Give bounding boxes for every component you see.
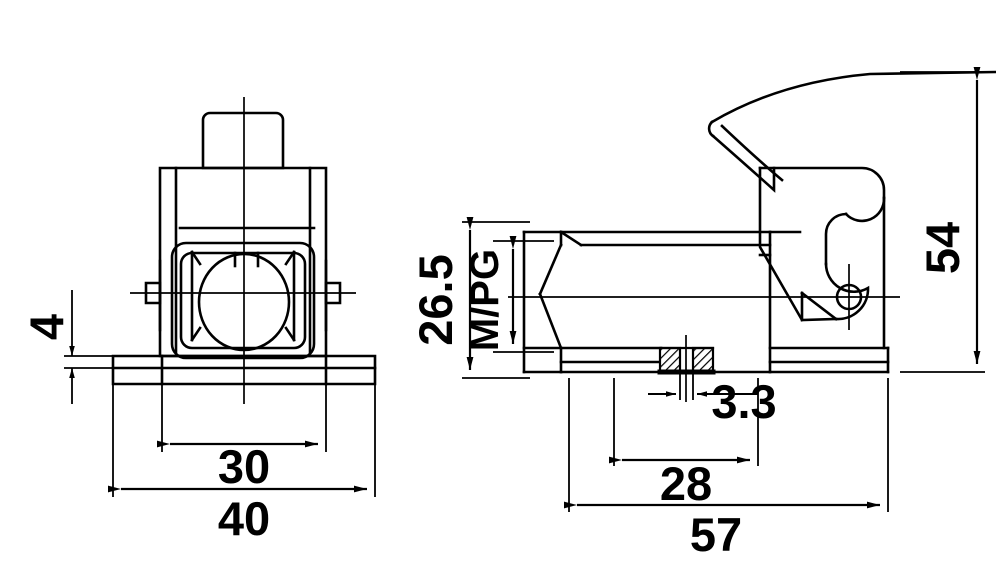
dimension-label-30: 30	[218, 440, 270, 493]
lever-cam-top-outline	[758, 166, 886, 200]
left-pivot-boss	[144, 281, 162, 305]
screw-hatch-left	[658, 346, 682, 374]
side-view-dimensions	[462, 67, 985, 512]
lever-cam-hook-notch	[824, 212, 848, 266]
side-view-centrelines	[508, 264, 900, 402]
dimension-label-28: 28	[660, 457, 712, 510]
dimension-label-57: 57	[690, 508, 742, 561]
right-pivot-boss	[324, 281, 342, 305]
screw-hatch-right	[691, 346, 715, 374]
lever-handle-lower-curve	[711, 134, 776, 193]
dimension-label-mpg: M/PG	[463, 249, 507, 351]
dimension-label-40: 40	[218, 492, 270, 545]
screw-section-group	[657, 346, 716, 375]
front-view-dimensions	[64, 290, 376, 497]
side-body-top-chamfer-left	[559, 230, 583, 247]
dimension-label-54: 54	[916, 222, 969, 274]
dimension-label-26-5: 26.5	[409, 254, 462, 345]
side-view-group	[522, 70, 996, 375]
side-body-nose-upper-chamfer	[538, 243, 563, 296]
lever-handle-inner-curve	[720, 124, 784, 182]
left-ear-chamfer-bottom	[190, 326, 202, 342]
dimension-label-3-3: 3.3	[711, 375, 776, 428]
right-ear-chamfer-bottom	[284, 326, 296, 342]
front-view-centrelines	[130, 97, 356, 404]
lever-cam-hook-lower	[824, 262, 870, 321]
lever-handle-top-curve	[710, 70, 996, 124]
lever-cam-left-flank	[758, 166, 804, 322]
dimension-label-4: 4	[20, 314, 73, 340]
seal-outer-rounded-rect	[170, 241, 316, 360]
seal-inner-rounded-rect	[179, 251, 307, 350]
side-body-nose-lower-chamfer	[538, 292, 563, 350]
